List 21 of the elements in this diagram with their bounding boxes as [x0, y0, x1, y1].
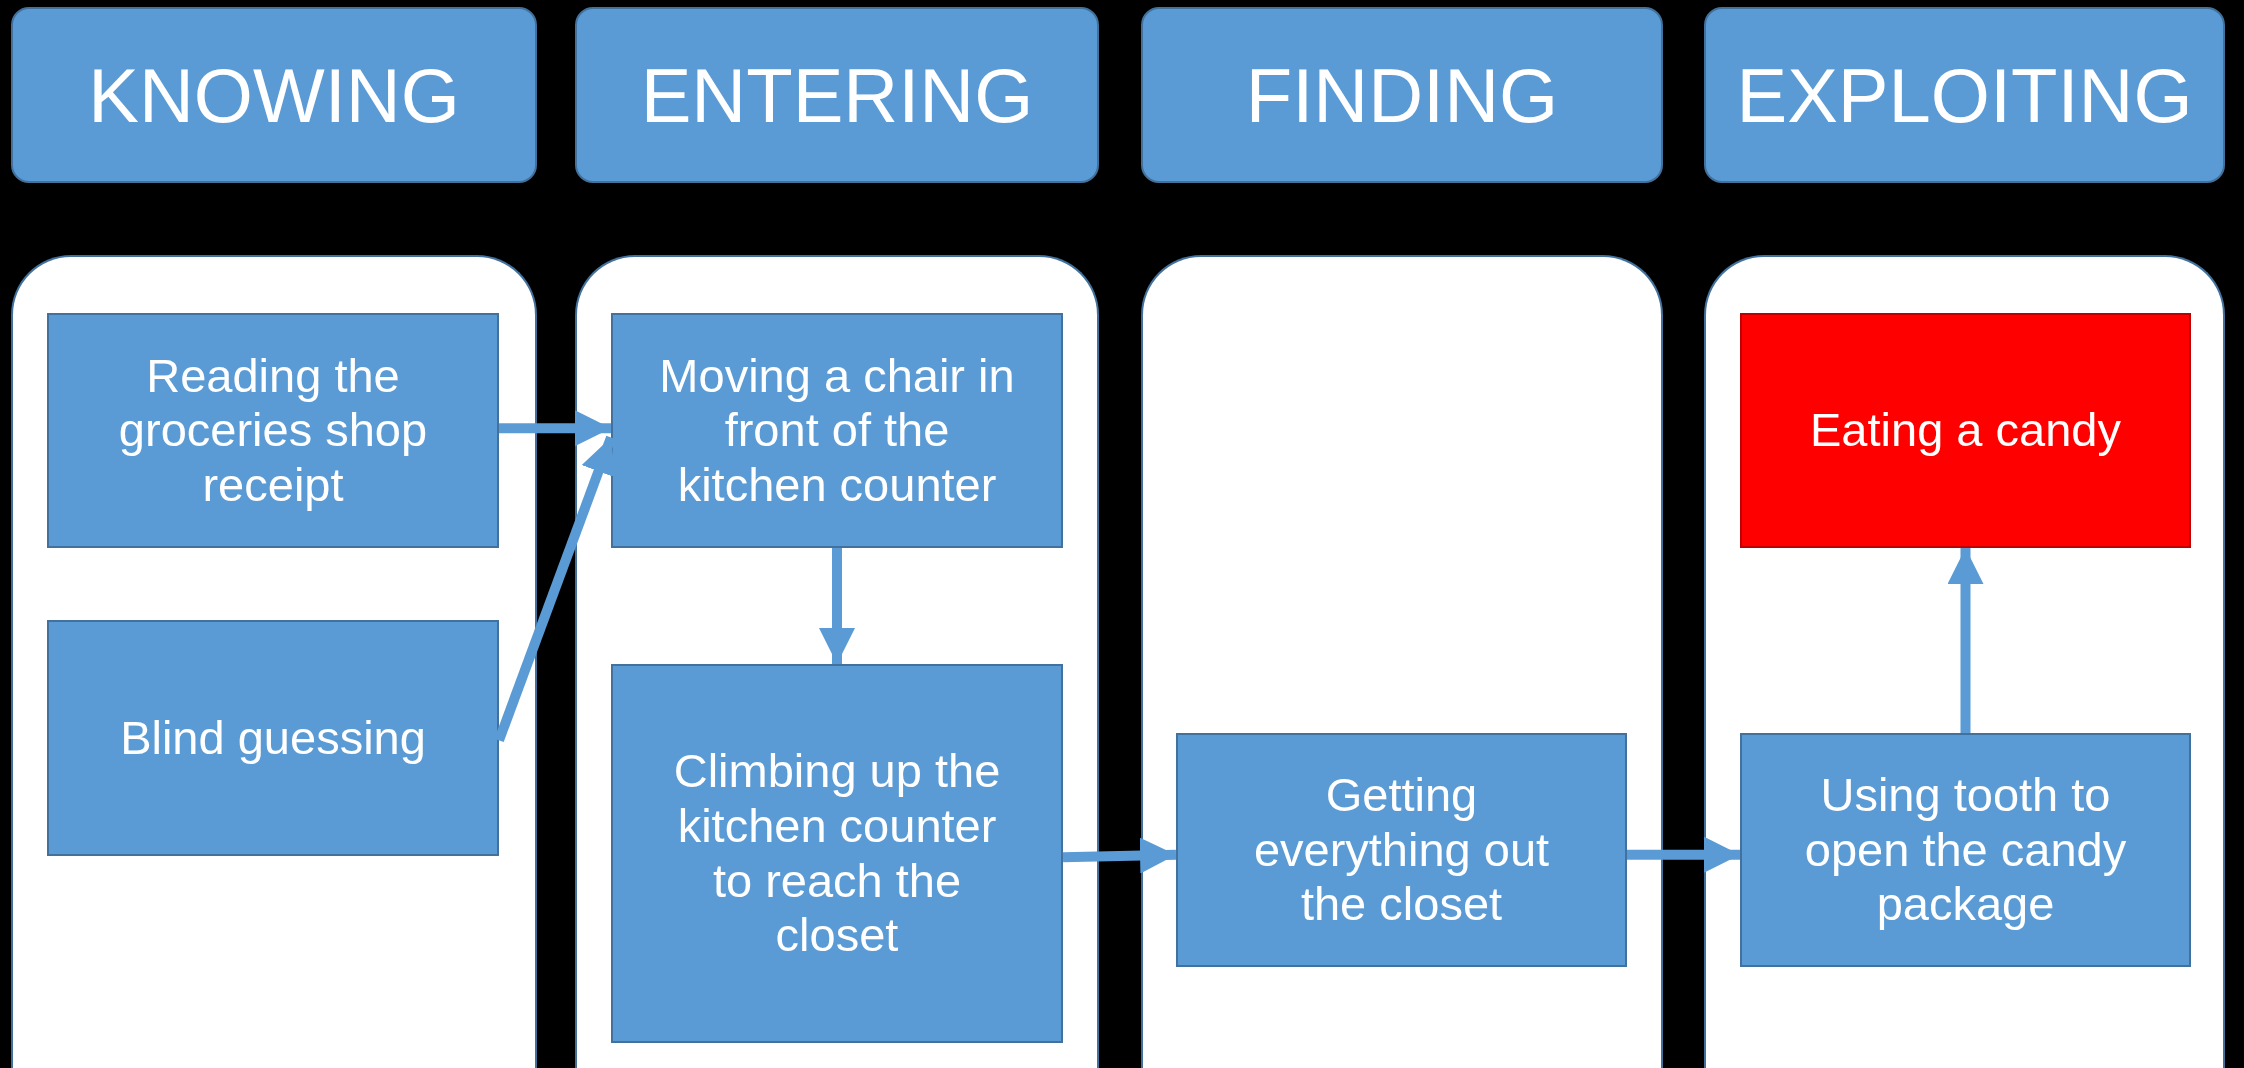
phase-header: EXPLOITING [1704, 7, 2225, 183]
process-box: Reading the groceries shop receipt [47, 313, 499, 548]
arrow [1947, 548, 1984, 733]
process-box: Blind guessing [47, 620, 499, 856]
lane-panel [1704, 255, 2225, 1068]
arrow [1062, 837, 1177, 874]
arrow [1627, 836, 1740, 873]
arrow [499, 410, 611, 447]
process-box: Eating a candy [1740, 313, 2191, 548]
lane-panel [575, 255, 1099, 1068]
lane-panel [11, 255, 537, 1068]
phase-header: ENTERING [575, 7, 1099, 183]
process-box: Getting everything out the closet [1176, 733, 1627, 967]
lane-panel [1141, 255, 1663, 1068]
arrow [819, 548, 855, 664]
phase-header: KNOWING [11, 7, 537, 183]
arrow [494, 435, 616, 743]
process-box: Using tooth to open the candy package [1740, 733, 2191, 967]
phase-header: FINDING [1141, 7, 1663, 183]
process-box: Moving a chair in front of the kitchen counter [611, 313, 1063, 548]
process-box: Climbing up the kitchen counter to reach the closet [611, 664, 1063, 1043]
